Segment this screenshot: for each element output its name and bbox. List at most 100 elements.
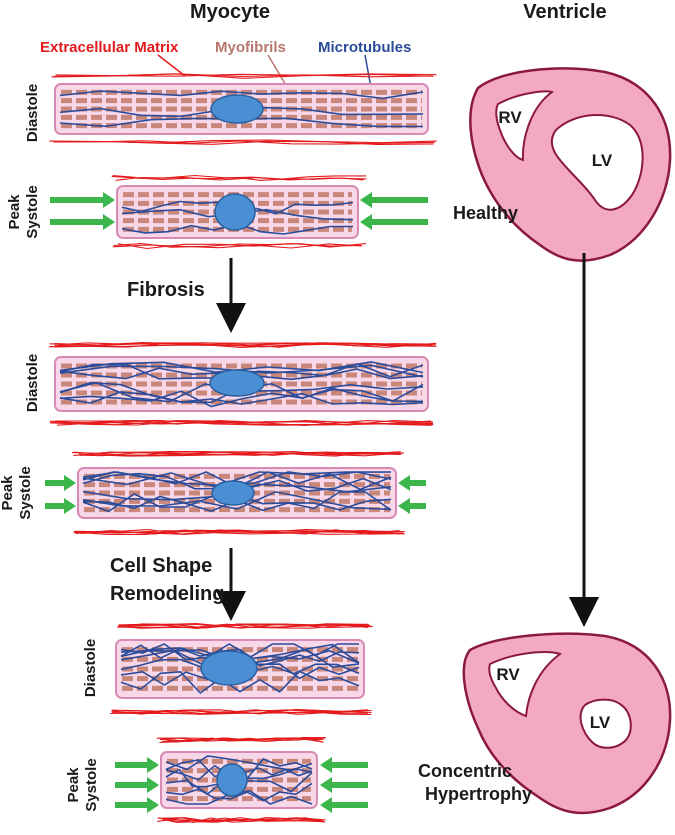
compression-arrow-right-1 — [360, 214, 428, 230]
compression-arrow-right-1 — [320, 777, 368, 793]
diastole-label-3: Diastole — [82, 639, 99, 697]
healthy-lv-label: LV — [592, 151, 613, 170]
diastole-label-1: Diastole — [24, 84, 41, 142]
ecm-bottom-6 — [157, 816, 326, 823]
myocyte-header: Myocyte — [190, 1, 270, 23]
peak-label-3: Peak — [65, 767, 82, 803]
ecm-top-5 — [116, 622, 373, 629]
hypertrophy-ventricle: RV LV — [462, 632, 672, 815]
ecm-top-1 — [51, 73, 437, 79]
myofibrils-legend-label: Myofibrils — [215, 39, 286, 56]
fibrosis-label: Fibrosis — [127, 279, 205, 301]
compression-arrow-left-0 — [115, 757, 159, 773]
microtubule — [120, 644, 360, 667]
ecm-fiber — [49, 419, 434, 426]
hypertrophy-lv-label: LV — [590, 713, 611, 732]
compression-arrow-right-0 — [398, 475, 426, 491]
peak-systole-label-2: Peak Systole — [0, 466, 34, 519]
nucleus — [211, 480, 255, 506]
ecm-fiber — [80, 529, 400, 535]
ecm-fiber — [54, 343, 433, 348]
compression-arrow-left-0 — [50, 192, 115, 208]
microtubules-legend-label: Microtubules — [318, 39, 411, 56]
compression-arrow-right-0 — [360, 192, 428, 208]
peak-label-1: Peak — [6, 194, 23, 230]
ecm-fiber — [111, 709, 372, 715]
myocyte-5 — [110, 622, 373, 715]
microtubule — [165, 755, 313, 772]
peak-systole-label-3: Peak Systole — [65, 758, 100, 811]
ecm-fiber — [73, 529, 400, 535]
compression-arrow-right-0 — [320, 757, 368, 773]
peak-systole-label-1: Peak Systole — [6, 185, 41, 238]
nucleus — [209, 369, 265, 397]
ecm-top-2 — [111, 174, 367, 181]
ecm-fiber — [119, 623, 373, 629]
compression-arrow-left-1 — [50, 214, 115, 230]
ecm-top-4 — [71, 451, 405, 457]
ecm-fiber — [162, 737, 327, 743]
nucleus — [200, 650, 258, 686]
nucleus — [216, 763, 248, 797]
ecm-fiber — [116, 623, 369, 629]
microtubule — [120, 670, 360, 695]
hypertrophy-label-line2: Hypertrophy — [425, 784, 532, 804]
nucleus — [214, 193, 256, 231]
hypertrophy-label-line1: Concentric — [418, 761, 512, 781]
healthy-label: Healthy — [453, 203, 518, 223]
myocyte-6 — [115, 737, 368, 823]
microtubule — [82, 491, 392, 511]
ecm-bottom-5 — [110, 709, 372, 715]
ecm-fiber — [81, 451, 401, 457]
ecm-legend-label: Extracellular Matrix — [40, 39, 179, 56]
peak-label-2: Peak — [0, 475, 16, 511]
systole-label-2: Systole — [17, 466, 34, 519]
ecm-fiber — [73, 529, 405, 535]
microtubule — [59, 388, 424, 408]
ecm-leader-line — [157, 54, 186, 77]
compression-arrow-left-1 — [115, 777, 159, 793]
ecm-fiber — [52, 419, 433, 426]
healthy-ventricle: RV LV — [469, 67, 672, 262]
healthy-rv-cavity — [495, 90, 554, 162]
myocyte-4 — [45, 451, 426, 535]
compression-arrow-left-0 — [45, 475, 76, 491]
compression-arrow-left-1 — [45, 498, 76, 514]
ecm-bottom-2 — [112, 243, 367, 250]
ecm-top-6 — [156, 737, 327, 743]
ecm-bottom-1 — [49, 139, 437, 146]
nucleus — [210, 94, 264, 124]
myocyte-cells — [45, 73, 437, 823]
myocyte-1 — [49, 73, 437, 146]
ecm-top-3 — [48, 341, 437, 348]
ecm-fiber — [118, 243, 362, 250]
ecm-fiber — [162, 817, 323, 823]
ecm-fiber — [115, 177, 364, 181]
hypertrophy-rv-cavity — [488, 651, 563, 718]
diastole-label-2: Diastole — [24, 354, 41, 412]
ecm-fiber — [156, 737, 325, 742]
systole-label-1: Systole — [24, 185, 41, 238]
hypertrophy-rv-label: RV — [496, 665, 520, 684]
ecm-fiber — [55, 420, 432, 426]
myocyte-2 — [50, 174, 428, 250]
ecm-fiber — [113, 243, 367, 248]
microtubule — [82, 471, 392, 488]
microtubule — [59, 90, 424, 100]
ecm-fiber — [49, 140, 434, 146]
myocyte-3 — [48, 341, 437, 427]
ecm-fiber — [55, 73, 437, 77]
systole-label-3: Systole — [83, 758, 100, 811]
compression-arrow-right-2 — [320, 797, 368, 813]
ecm-bottom-3 — [49, 419, 434, 427]
ecm-fiber — [157, 817, 324, 823]
healthy-lv-cavity — [550, 114, 644, 211]
ecm-fiber — [112, 709, 369, 715]
remodeling-label-line1: Cell Shape — [110, 555, 212, 577]
healthy-rv-label: RV — [498, 108, 522, 127]
remodeling-label-line2: Remodeling — [110, 583, 224, 605]
hypertrophy-lv-cavity — [579, 698, 632, 749]
compression-arrow-left-2 — [115, 797, 159, 813]
compression-arrow-right-1 — [398, 498, 426, 514]
